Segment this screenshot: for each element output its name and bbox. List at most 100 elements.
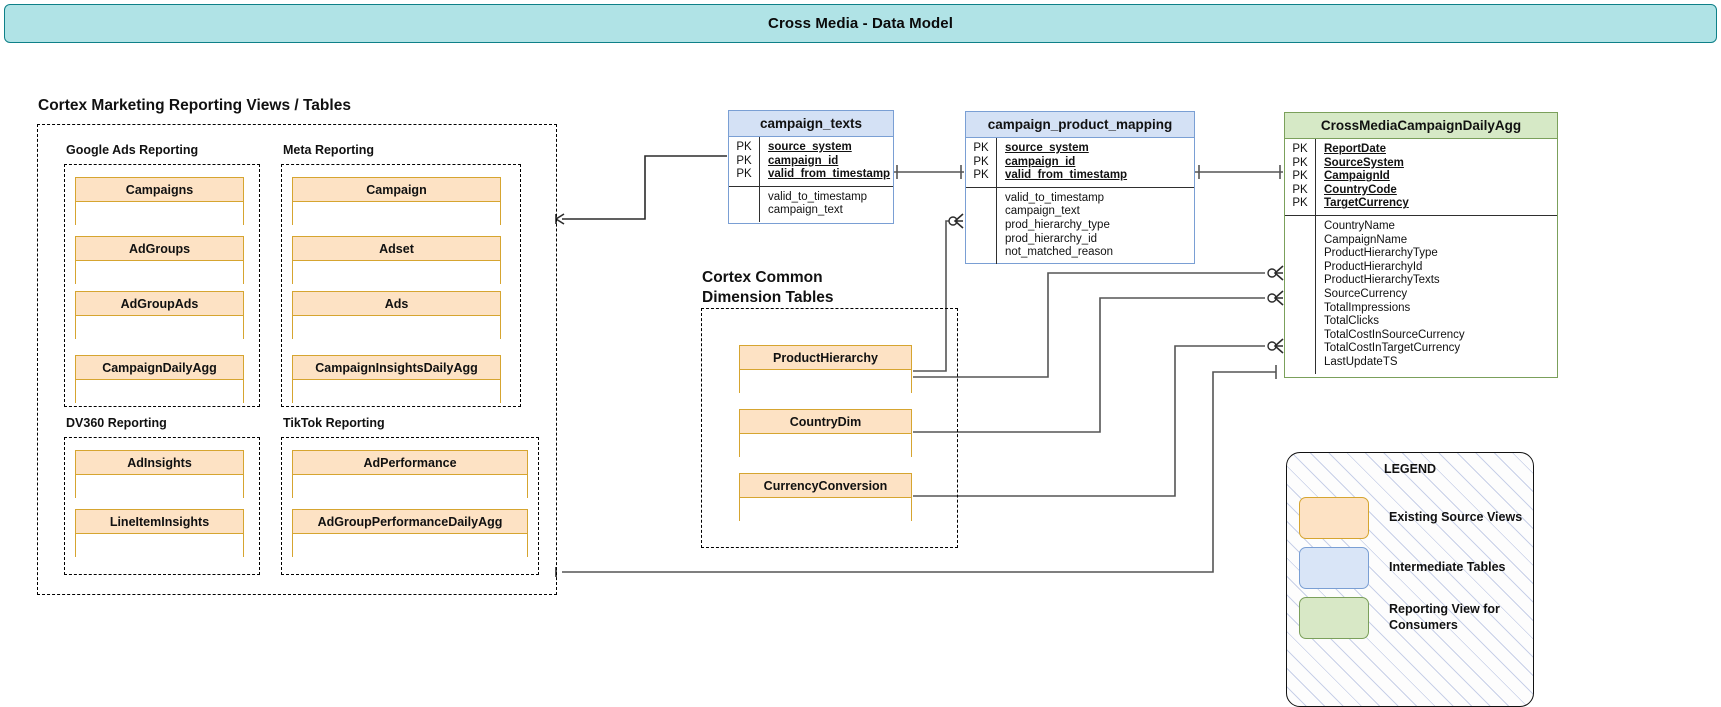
table-currencyconversion-title: CurrencyConversion xyxy=(740,474,911,498)
table-producthierarchy[interactable]: ProductHierarchy xyxy=(739,345,912,395)
er-table-crossmediacampaigndailyagg-title: CrossMediaCampaignDailyAgg xyxy=(1285,113,1557,139)
field: TotalClicks xyxy=(1324,315,1379,328)
er-table-campaign-product-mapping-title: campaign_product_mapping xyxy=(966,112,1194,138)
field: TotalImpressions xyxy=(1324,301,1411,314)
er-table-campaign-product-mapping[interactable]: campaign_product_mapping PK PK PK source… xyxy=(965,111,1195,264)
pk-marker: PK xyxy=(1292,183,1308,196)
table-campaigns[interactable]: Campaigns xyxy=(75,177,244,227)
table-campaigninsightsdailyagg[interactable]: CampaignInsightsDailyAgg xyxy=(292,355,501,405)
table-campaigndailyagg[interactable]: CampaignDailyAgg xyxy=(75,355,244,405)
table-adinsights[interactable]: AdInsights xyxy=(75,450,244,500)
table-ads-body xyxy=(293,316,500,341)
er-table-campaign-texts-pk-column: PK PK PK xyxy=(729,137,759,186)
field: CampaignName xyxy=(1324,233,1408,246)
legend-panel: LEGEND Existing Source Views Intermediat… xyxy=(1286,452,1534,707)
diagram-title: Cross Media - Data Model xyxy=(768,15,953,32)
table-campaigns-title: Campaigns xyxy=(76,178,243,202)
legend-label-existing-source-views: Existing Source Views xyxy=(1389,510,1523,525)
er-table-crossmedia-fields: CountryName CampaignName ProductHierarch… xyxy=(1315,215,1557,374)
table-adperformance[interactable]: AdPerformance xyxy=(292,450,528,500)
pk-marker: PK xyxy=(736,154,752,167)
reporting-section-title: Cortex Marketing Reporting Views / Table… xyxy=(38,97,351,114)
er-table-campaign-product-mapping-blank-column xyxy=(966,188,996,264)
table-adgroupperformancedailyagg-body xyxy=(293,534,527,559)
table-producthierarchy-body xyxy=(740,370,911,395)
field: campaign_text xyxy=(1005,205,1080,218)
er-table-campaign-texts-blank-column xyxy=(729,187,759,222)
er-table-campaign-texts-title: campaign_texts xyxy=(729,111,893,137)
reporting-section-container xyxy=(37,124,557,595)
table-adgroups[interactable]: AdGroups xyxy=(75,236,244,286)
table-adperformance-body xyxy=(293,475,527,500)
field: CountryName xyxy=(1324,219,1395,232)
field: SourceCurrency xyxy=(1324,287,1408,300)
key-field: CampaignId xyxy=(1324,170,1390,183)
key-field: ReportDate xyxy=(1324,143,1386,155)
table-campaigndailyagg-body xyxy=(76,380,243,405)
table-campaigns-body xyxy=(76,202,243,227)
table-campaign[interactable]: Campaign xyxy=(292,177,501,227)
pk-marker: PK xyxy=(736,168,752,181)
pk-marker: PK xyxy=(973,142,989,154)
table-adgroups-body xyxy=(76,261,243,286)
field: valid_to_timestamp xyxy=(768,190,868,203)
key-field: CountryCode xyxy=(1324,183,1397,196)
group-container-dv360 xyxy=(64,437,260,575)
group-label-dv360: DV360 Reporting xyxy=(66,416,167,430)
table-countrydim-body xyxy=(740,434,911,459)
er-table-crossmediacampaigndailyagg[interactable]: CrossMediaCampaignDailyAgg PK PK PK PK P… xyxy=(1284,112,1558,378)
field: prod_hierarchy_type xyxy=(1005,218,1110,231)
field: TotalCostInSourceCurrency xyxy=(1324,328,1465,341)
table-adgroupperformancedailyagg[interactable]: AdGroupPerformanceDailyAgg xyxy=(292,509,528,559)
er-table-campaign-product-mapping-fields: valid_to_timestamp campaign_text prod_hi… xyxy=(996,187,1194,264)
table-adperformance-title: AdPerformance xyxy=(293,451,527,475)
table-currencyconversion-body xyxy=(740,498,911,523)
table-adset[interactable]: Adset xyxy=(292,236,501,286)
dimension-section-container xyxy=(701,308,958,548)
table-adgroupads-body xyxy=(76,316,243,341)
table-currencyconversion[interactable]: CurrencyConversion xyxy=(739,473,912,523)
diagram-title-bar: Cross Media - Data Model xyxy=(4,4,1717,43)
table-adgroupads-title: AdGroupAds xyxy=(76,292,243,316)
field: LastUpdateTS xyxy=(1324,355,1398,368)
table-adset-title: Adset xyxy=(293,237,500,261)
pk-marker: PK xyxy=(1292,143,1308,155)
table-campaigndailyagg-title: CampaignDailyAgg xyxy=(76,356,243,380)
table-ads-title: Ads xyxy=(293,292,500,316)
table-campaigninsightsdailyagg-title: CampaignInsightsDailyAgg xyxy=(293,356,500,380)
table-lineiteminsights-title: LineItemInsights xyxy=(76,510,243,534)
table-campaigninsightsdailyagg-body xyxy=(293,380,500,405)
legend-swatch-source-icon xyxy=(1299,497,1369,539)
er-table-campaign-texts[interactable]: campaign_texts PK PK PK source_system ca… xyxy=(728,110,894,224)
table-adgroupads[interactable]: AdGroupAds xyxy=(75,291,244,341)
table-lineiteminsights[interactable]: LineItemInsights xyxy=(75,509,244,559)
field: campaign_text xyxy=(768,204,843,217)
er-table-campaign-product-mapping-key-fields: source_system campaign_id valid_from_tim… xyxy=(996,138,1194,187)
pk-marker: PK xyxy=(1292,170,1308,183)
er-table-crossmedia-pk-column: PK PK PK PK PK xyxy=(1285,139,1315,215)
table-adgroups-title: AdGroups xyxy=(76,237,243,261)
table-countrydim[interactable]: CountryDim xyxy=(739,409,912,459)
table-countrydim-title: CountryDim xyxy=(740,410,911,434)
key-field: valid_from_timestamp xyxy=(1005,169,1128,182)
pk-marker: PK xyxy=(736,141,752,153)
table-ads[interactable]: Ads xyxy=(292,291,501,341)
table-campaign-title: Campaign xyxy=(293,178,500,202)
table-producthierarchy-title: ProductHierarchy xyxy=(740,346,911,370)
pk-marker: PK xyxy=(973,155,989,168)
er-table-campaign-texts-key-fields: source_system campaign_id valid_from_tim… xyxy=(759,137,893,186)
legend-label-reporting-view: Reporting View for Consumers xyxy=(1389,602,1500,632)
key-field: source_system xyxy=(1005,142,1089,154)
er-table-crossmedia-key-fields: ReportDate SourceSystem CampaignId Count… xyxy=(1315,139,1557,215)
field: ProductHierarchyType xyxy=(1324,247,1438,260)
key-field: SourceSystem xyxy=(1324,156,1404,169)
field: ProductHierarchyId xyxy=(1324,260,1423,273)
table-adgroupperformancedailyagg-title: AdGroupPerformanceDailyAgg xyxy=(293,510,527,534)
group-label-tiktok: TikTok Reporting xyxy=(283,416,385,430)
dimension-section-title: Cortex Common Dimension Tables xyxy=(702,269,834,307)
group-label-google-ads: Google Ads Reporting xyxy=(66,143,199,157)
group-container-meta xyxy=(281,164,521,407)
field: valid_to_timestamp xyxy=(1005,191,1105,204)
er-table-campaign-texts-fields: valid_to_timestamp campaign_text xyxy=(759,186,893,222)
